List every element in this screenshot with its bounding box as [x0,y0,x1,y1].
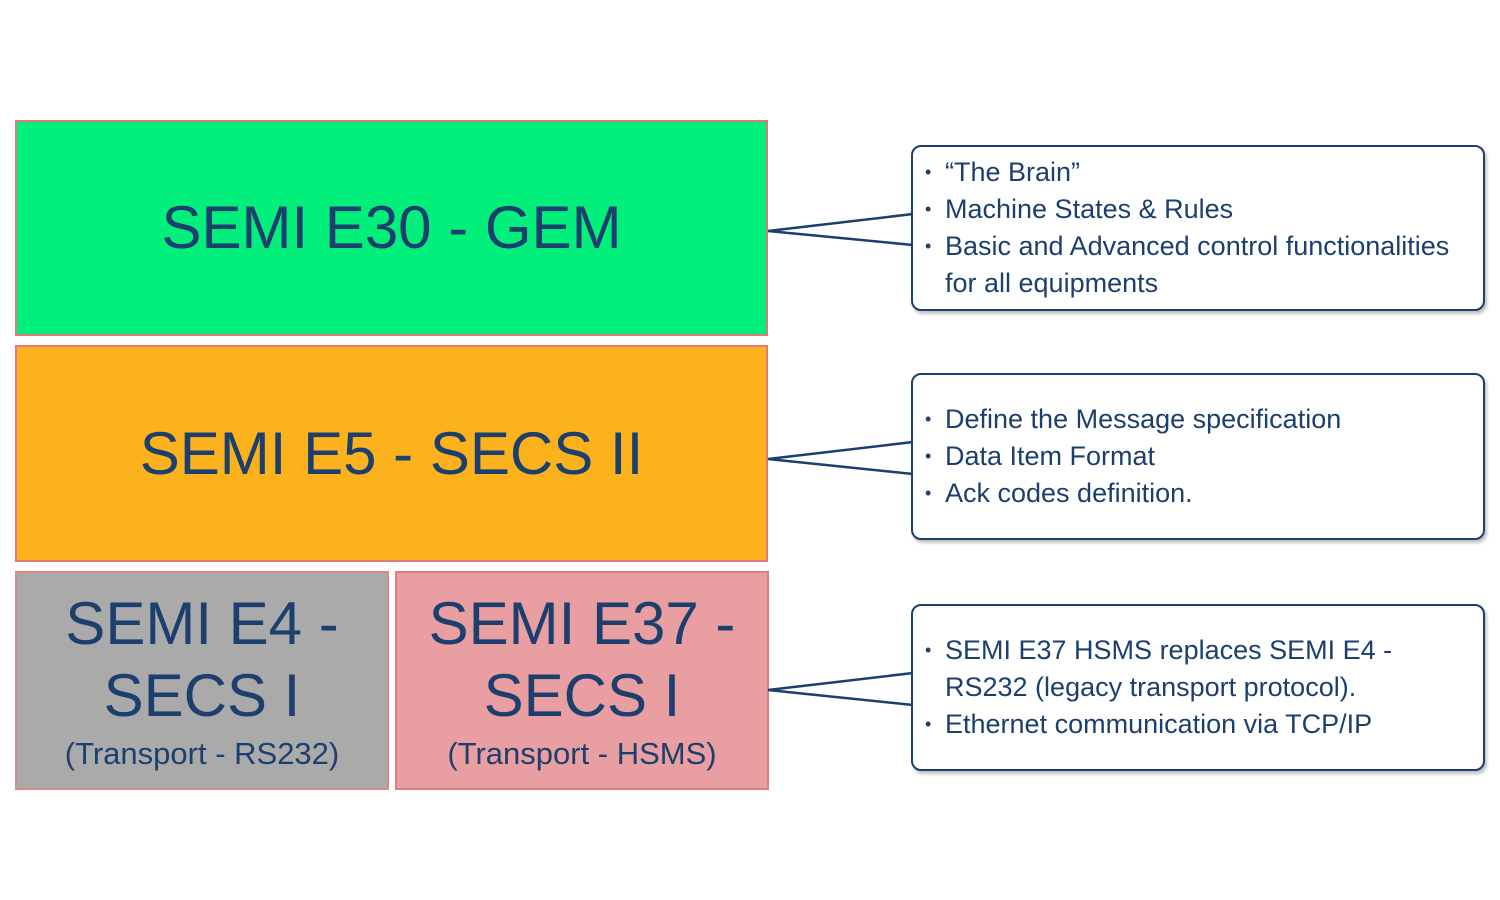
layer-title-line-1: SEMI E37 - [428,589,736,657]
bullet-glyph: • [925,483,932,503]
bullet-item: •Machine States & Rules [921,191,1471,228]
layer-semi-e30-gem: SEMI E30 - GEM [15,120,768,336]
layer-subtitle: (Transport - RS232) [64,735,340,771]
bullet-glyph: • [925,162,932,182]
layer-semi-e37-secs-i: SEMI E37 - SECS I (Transport - HSMS) [395,571,769,790]
bullet-item: •Ack codes definition. [921,475,1471,512]
bullet-glyph: • [925,714,932,734]
layer-title-line-2: SECS I [483,661,681,729]
layer-title: SEMI E5 - SECS II [139,419,644,487]
bullet-list: •Define the Message specification •Data … [921,401,1471,512]
connector-gem [767,212,914,247]
bullet-glyph: • [925,199,932,219]
callout-gem: •“The Brain” •Machine States & Rules •Ba… [911,145,1485,311]
connector-secs2 [767,440,914,476]
bullet-list: •SEMI E37 HSMS replaces SEMI E4 - RS232 … [921,632,1471,743]
bullet-item: •“The Brain” [921,154,1471,191]
layer-semi-e5-secs-ii: SEMI E5 - SECS II [15,345,768,562]
layer-semi-e4-secs-i: SEMI E4 - SECS I (Transport - RS232) [15,571,389,790]
bullet-item: •SEMI E37 HSMS replaces SEMI E4 - RS232 … [921,632,1471,706]
bullet-item: •Ethernet communication via TCP/IP [921,706,1471,743]
bullet-glyph: • [925,446,932,466]
bullet-item: •Define the Message specification [921,401,1471,438]
layer-subtitle: (Transport - HSMS) [447,735,717,771]
layer-title-line-2: SECS I [103,661,301,729]
callout-secs2: •Define the Message specification •Data … [911,373,1485,540]
bullet-glyph: • [925,236,932,256]
bullet-glyph: • [925,640,932,660]
callout-transport: •SEMI E37 HSMS replaces SEMI E4 - RS232 … [911,604,1485,771]
layer-title: SEMI E30 - GEM [161,194,622,261]
connector-transport [767,671,914,707]
bullet-list: •“The Brain” •Machine States & Rules •Ba… [921,154,1471,302]
bullet-glyph: • [925,409,932,429]
bullet-item: •Data Item Format [921,438,1471,475]
bullet-item: •Basic and Advanced control functionalit… [921,228,1471,302]
layer-title-line-1: SEMI E4 - [65,589,339,657]
